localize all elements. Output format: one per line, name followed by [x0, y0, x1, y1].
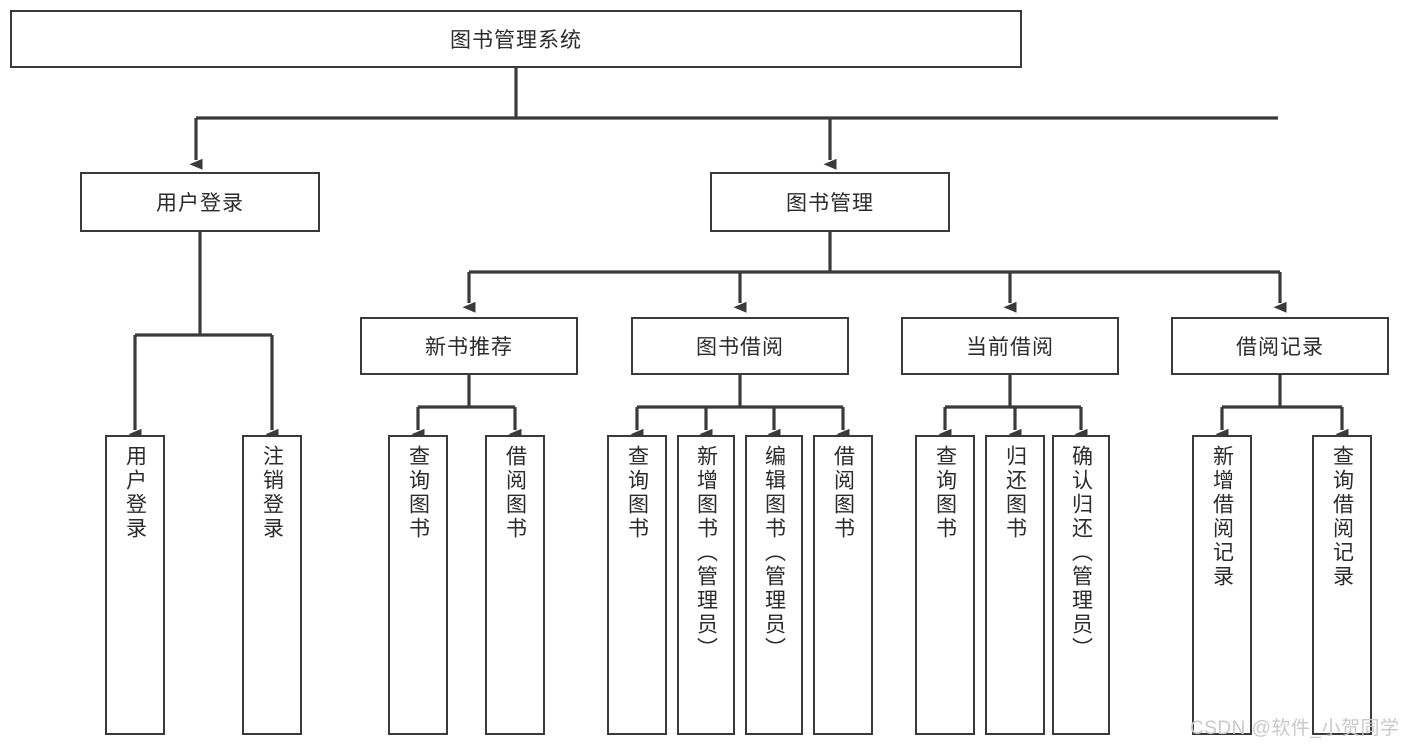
node-book-manage[interactable]: 图书管理	[710, 172, 950, 232]
leaf-current-borrow-3[interactable]: 确认归还（管理员）	[1052, 435, 1110, 735]
leaf-new-book-2-label: 借阅图书	[503, 445, 527, 541]
leaf-new-book-1-label: 查询图书	[406, 445, 430, 541]
leaf-book-borrow-3[interactable]: 编辑图书（管理员）	[745, 435, 803, 735]
leaf-current-borrow-2[interactable]: 归还图书	[985, 435, 1045, 735]
leaf-user-login-1-label: 用户登录	[123, 445, 147, 541]
leaf-borrow-record-1-label: 新增借阅记录	[1210, 445, 1234, 589]
node-book-borrow[interactable]: 图书借阅	[631, 317, 849, 375]
leaf-book-borrow-1[interactable]: 查询图书	[607, 435, 667, 735]
node-current-borrow-label: 当前借阅	[966, 336, 1054, 359]
leaf-book-borrow-3-label: 编辑图书（管理员）	[762, 445, 786, 661]
node-book-manage-label: 图书管理	[786, 192, 874, 215]
node-new-book-recommend-label: 新书推荐	[425, 336, 513, 359]
node-root[interactable]: 图书管理系统	[10, 10, 1022, 68]
leaf-borrow-record-1[interactable]: 新增借阅记录	[1192, 435, 1252, 735]
leaf-current-borrow-3-label: 确认归还（管理员）	[1069, 445, 1093, 661]
node-root-label: 图书管理系统	[450, 29, 582, 52]
node-new-book-recommend[interactable]: 新书推荐	[360, 317, 578, 375]
leaf-current-borrow-2-label: 归还图书	[1003, 445, 1027, 541]
leaf-book-borrow-4-label: 借阅图书	[831, 445, 855, 541]
node-current-borrow[interactable]: 当前借阅	[901, 317, 1119, 375]
leaf-user-login-2[interactable]: 注销登录	[242, 435, 302, 735]
leaf-current-borrow-1[interactable]: 查询图书	[915, 435, 975, 735]
leaf-book-borrow-1-label: 查询图书	[625, 445, 649, 541]
leaf-new-book-1[interactable]: 查询图书	[388, 435, 448, 735]
node-user-login[interactable]: 用户登录	[80, 172, 320, 232]
leaf-book-borrow-2[interactable]: 新增图书（管理员）	[677, 435, 735, 735]
leaf-user-login-1[interactable]: 用户登录	[105, 435, 165, 735]
leaf-borrow-record-2[interactable]: 查询借阅记录	[1312, 435, 1372, 735]
watermark-text: CSDN @软件_小贺同学	[1190, 718, 1400, 739]
leaf-book-borrow-2-label: 新增图书（管理员）	[694, 445, 718, 661]
node-user-login-label: 用户登录	[156, 192, 244, 215]
leaf-new-book-2[interactable]: 借阅图书	[485, 435, 545, 735]
node-book-borrow-label: 图书借阅	[696, 336, 784, 359]
leaf-book-borrow-4[interactable]: 借阅图书	[813, 435, 873, 735]
leaf-current-borrow-1-label: 查询图书	[933, 445, 957, 541]
node-borrow-record-label: 借阅记录	[1236, 336, 1324, 359]
leaf-borrow-record-2-label: 查询借阅记录	[1330, 445, 1354, 589]
leaf-user-login-2-label: 注销登录	[260, 445, 284, 541]
node-borrow-record[interactable]: 借阅记录	[1171, 317, 1389, 375]
